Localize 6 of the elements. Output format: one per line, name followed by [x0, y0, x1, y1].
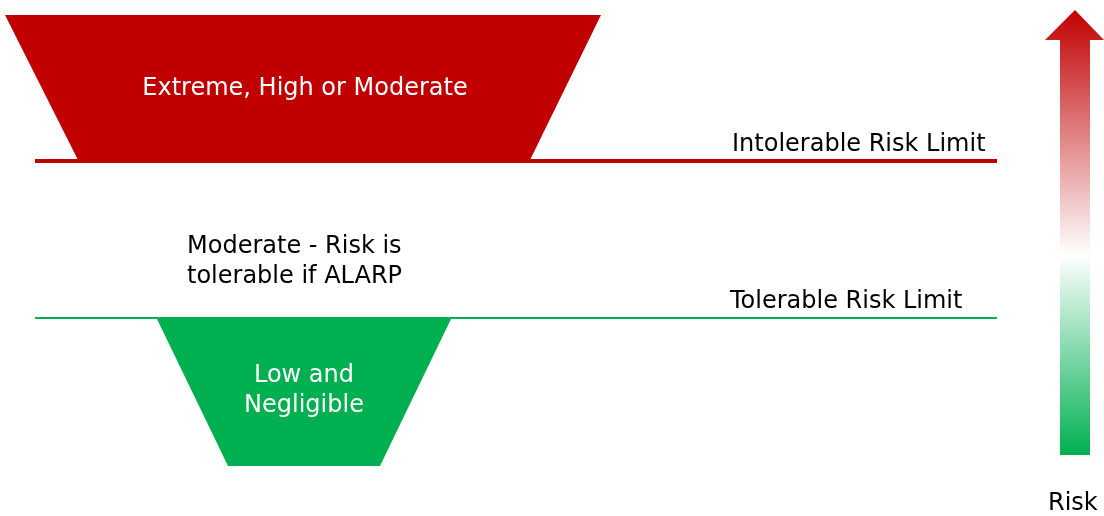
text-label: Tolerable Risk Limit [730, 285, 964, 315]
band-label: Extreme, High or Moderate [141, 72, 469, 102]
text-label: Moderate - Risk is tolerable if ALARP [187, 230, 404, 290]
band-label: Low and Negligible [243, 359, 365, 419]
text-label: Intolerable Risk Limit [732, 128, 987, 158]
text-label: Risk [1048, 487, 1099, 516]
